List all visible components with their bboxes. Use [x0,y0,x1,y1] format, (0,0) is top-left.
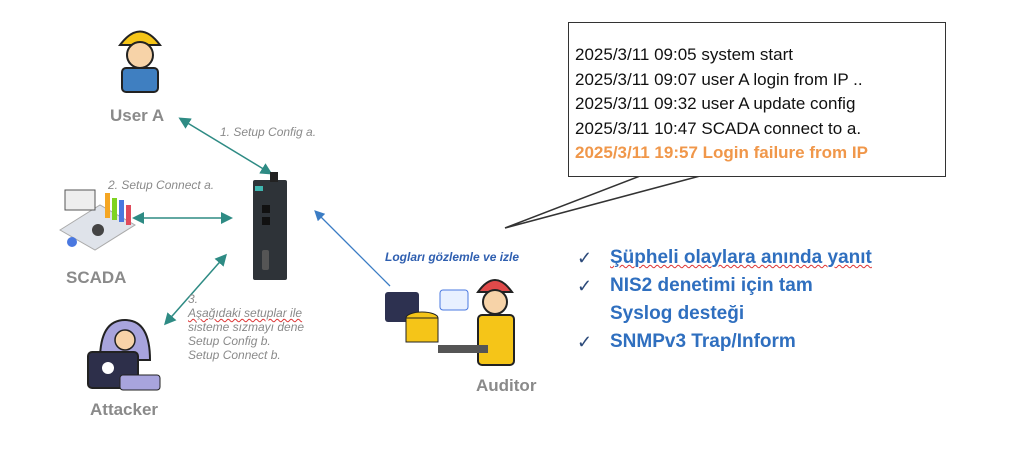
log-line-alert: 2025/3/11 19:57 Login failure from IP [575,143,868,162]
check-icon: ✓ [577,276,593,296]
step-3-line: Setup Config b. [188,334,271,348]
benefit-text: NIS2 denetimi için tam Syslog desteği [610,275,813,324]
scada-label: SCADA [66,268,127,287]
step-3-line: Setup Connect b. [188,348,281,362]
auditor-icon [385,279,515,366]
auditor-caption: Logları gözlemle ve izle [385,250,520,264]
worker-user-icon [118,30,162,93]
benefit-item: ✓ SNMPv3 Trap/Inform [577,328,880,356]
benefit-text: SNMPv3 Trap/Inform [610,331,796,352]
log-callout: 2025/3/11 09:05 system start 2025/3/11 0… [568,22,946,177]
scada-dashboard-icon [59,189,136,251]
arrow-user-a-device [178,117,273,175]
arrow-auditor-device [314,210,391,287]
step-3-number: 3. [188,292,199,306]
log-line: 2025/3/11 09:05 system start [575,45,793,64]
benefit-item: ✓ NIS2 denetimi için tam Syslog desteği [577,272,880,328]
log-line: 2025/3/11 09:07 user A login from IP .. [575,69,863,89]
user-a-label: User A [110,106,165,125]
benefit-item: ✓ Şüpheli olaylara anında yanıt [577,244,880,272]
arrow-attacker-device [164,253,227,326]
step-2-label: 2. Setup Connect a. [108,178,215,192]
step-3-line: Aşağıdaki setuplar ile [188,306,303,320]
log-line: 2025/3/11 09:32 user A update config [575,94,856,113]
hacker-icon [87,318,161,391]
benefit-text: Şüpheli olaylara anında yanıt [610,247,872,268]
step-3-line: sisteme sızmayı dene [188,320,305,334]
check-icon: ✓ [577,332,593,352]
benefit-list: ✓ Şüpheli olaylara anında yanıt ✓ NIS2 den… [577,244,880,356]
gateway-device-icon [253,172,287,280]
log-line: 2025/3/11 10:47 SCADA connect to a. [575,118,862,138]
callout-tail [504,175,701,229]
step-1-label: 1. Setup Config a. [220,125,317,139]
auditor-label: Auditor [476,376,537,395]
check-icon: ✓ [577,248,593,268]
attacker-label: Attacker [90,400,159,419]
step-3-label: 3. Aşağıdaki setuplar ile sisteme sızmay… [188,292,304,362]
